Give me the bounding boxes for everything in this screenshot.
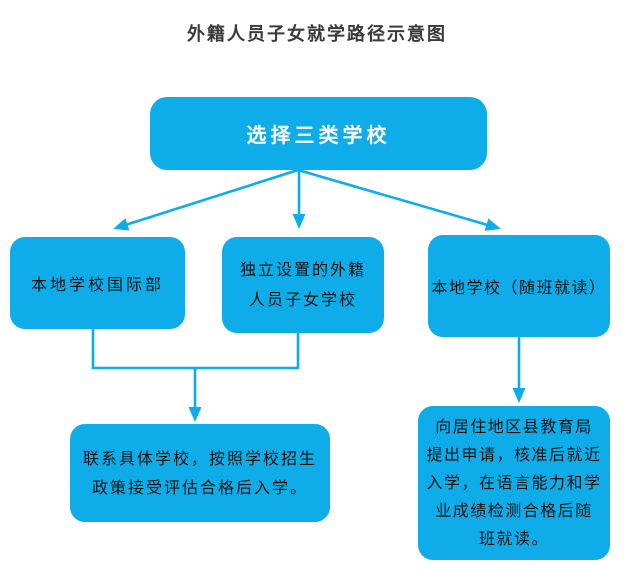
node-label-line-5: 班就读。 — [478, 529, 549, 548]
node-label: 选择三类学校 — [246, 125, 391, 147]
node-label-line-1: 独立设置的外籍 — [239, 260, 366, 279]
edge-merge-branch-1-2 — [91, 329, 300, 370]
edge-root-to-branch-3 — [297, 168, 501, 231]
node-independent-foreign-children-school: 独立设置的外籍 人员子女学校 — [222, 237, 384, 333]
edge-root-to-branch-1 — [113, 168, 299, 231]
node-local-school-international-dept: 本地学校国际部 — [10, 237, 185, 329]
node-label-line-1: 联系具体学校，按照学校招生 — [82, 449, 317, 468]
diagram-title: 外籍人员子女就学路径示意图 — [187, 24, 447, 44]
node-label-line-3: 入学，在语言能力和学 — [426, 473, 602, 492]
node-label: 本地学校国际部 — [30, 275, 164, 294]
node-label-line-2: 提出申请，核准后就近 — [426, 445, 602, 464]
node-label-line-2: 政策接受评估合格后入学。 — [91, 478, 308, 497]
node-local-school-regular-class: 本地学校（随班就读） — [428, 235, 610, 337]
node-label-line-4: 业成绩检测合格后随 — [435, 501, 593, 520]
node-label-line-2: 人员子女学校 — [248, 290, 357, 309]
node-label: 本地学校（随班就读） — [431, 278, 607, 297]
node-apply-district-education-bureau: 向居住地区县教育局 提出申请，核准后就近 入学，在语言能力和学 业成绩检测合格后… — [418, 406, 610, 560]
node-label-line-1: 向居住地区县教育局 — [435, 417, 593, 436]
node-choose-school-type: 选择三类学校 — [150, 97, 487, 170]
node-contact-school-enroll: 联系具体学校，按照学校招生 政策接受评估合格后入学。 — [70, 424, 330, 522]
